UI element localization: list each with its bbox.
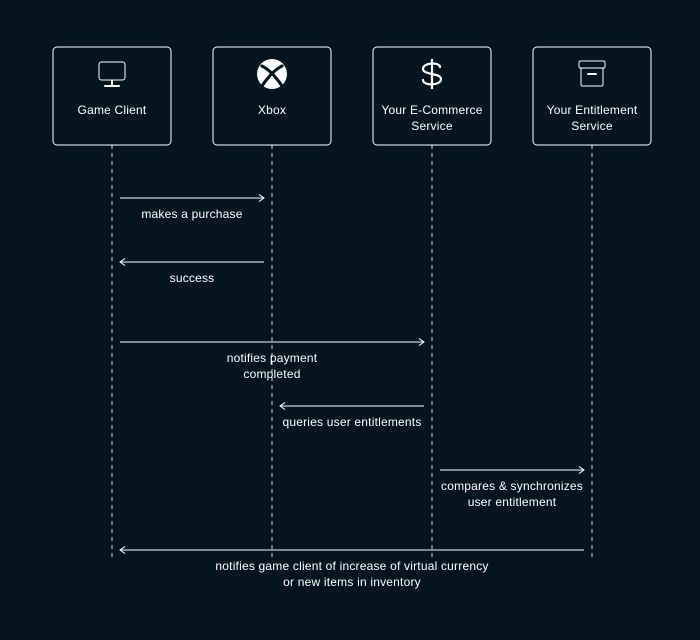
message-arrow bbox=[120, 338, 425, 346]
participant-box: Game Client bbox=[52, 46, 172, 146]
xbox-logo-icon bbox=[257, 59, 287, 89]
message-label-line: notifies game client of increase of virt… bbox=[215, 559, 488, 573]
message-label-line: user entitlement bbox=[468, 495, 557, 509]
participant-label: Your E-Commerce bbox=[381, 103, 482, 117]
message-arrow bbox=[279, 402, 424, 410]
participant-label: Your Entitlement bbox=[547, 103, 638, 117]
message-arrow bbox=[119, 258, 264, 266]
participant-box: Xbox bbox=[212, 46, 332, 146]
message-label: queries user entitlements bbox=[282, 415, 421, 429]
message-label: success bbox=[170, 271, 215, 285]
participant-label: Service bbox=[411, 119, 453, 133]
message-label: notifies payment completed bbox=[227, 351, 318, 381]
participant-label: Service bbox=[571, 119, 613, 133]
message-label-line: notifies payment bbox=[227, 351, 318, 365]
message-arrow bbox=[440, 466, 585, 474]
message-label-line: queries user entitlements bbox=[282, 415, 421, 429]
message-label-line: completed bbox=[243, 367, 300, 381]
message-label: compares & synchronizes user entitlement bbox=[441, 479, 583, 509]
message-label-line: compares & synchronizes bbox=[441, 479, 583, 493]
message-label: notifies game client of increase of virt… bbox=[215, 559, 488, 589]
archive-box-icon bbox=[578, 60, 606, 87]
message-arrow bbox=[119, 546, 584, 554]
message-label: makes a purchase bbox=[141, 207, 242, 221]
message-label-line: or new items in inventory bbox=[283, 575, 421, 589]
participant-label: Game Client bbox=[78, 103, 147, 117]
message-label-line: makes a purchase bbox=[141, 207, 242, 221]
message-label-line: success bbox=[170, 271, 215, 285]
participant-label: Xbox bbox=[258, 103, 286, 117]
message-arrow bbox=[120, 194, 265, 202]
dollar-icon bbox=[421, 59, 443, 89]
monitor-icon bbox=[98, 61, 126, 87]
